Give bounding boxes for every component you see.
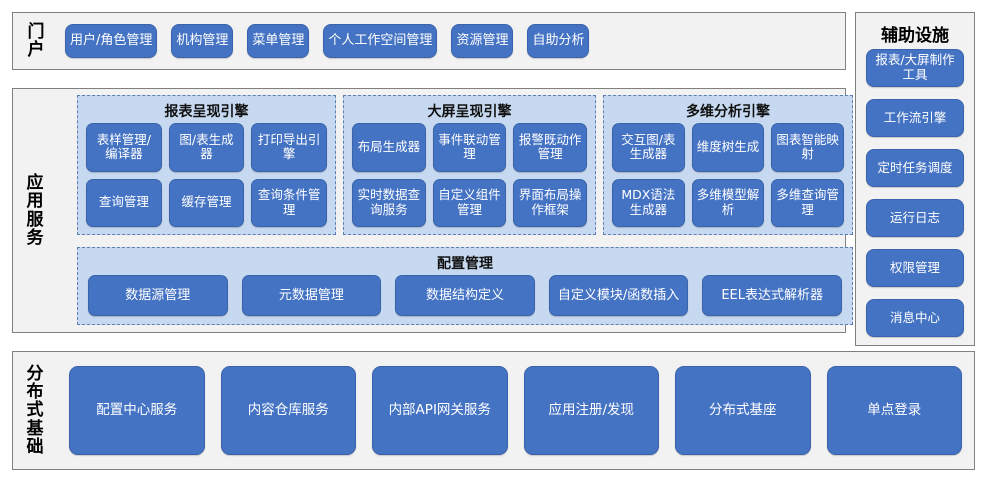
portal-item-user-role[interactable]: 用户/角色管理 (65, 24, 158, 58)
portal-label-text: 门户 (27, 21, 45, 60)
aux-section-title: 辅助设施 (881, 26, 949, 46)
config-item-metadata[interactable]: 元数据管理 (241, 275, 382, 316)
panel-report-engine: 报表呈现引擎 表样管理/编译器 图/表生成器 打印导出引擎 查询管理 缓存管理 … (77, 95, 336, 235)
bigscreen-item-layout-framework[interactable]: 界面布局操作框架 (513, 178, 587, 227)
aux-item-report-bigscreen-tool[interactable]: 报表/大屏制作工具 (866, 49, 964, 87)
base-item-internal-api-gateway[interactable]: 内部API网关服务 (372, 366, 508, 455)
panel-olap-engine: 多维分析引擎 交互图/表生成器 维度树生成 图表智能映射 MDX语法生成器 多维… (603, 95, 853, 235)
panel-configuration-management-title: 配置管理 (437, 256, 493, 272)
panel-report-engine-title: 报表呈现引擎 (164, 104, 249, 120)
base-item-content-repository[interactable]: 内容仓库服务 (220, 366, 356, 455)
distributed-base-label-text: 分布式基础 (26, 363, 44, 458)
bigscreen-item-alarm-action[interactable]: 报警既动作管理 (513, 123, 587, 172)
bigscreen-item-custom-component[interactable]: 自定义组件管理 (432, 178, 507, 227)
panel-bigscreen-engine-title: 大屏呈现引擎 (427, 104, 512, 120)
aux-item-runtime-log[interactable]: 运行日志 (866, 199, 964, 237)
bigscreen-item-realtime-query-service[interactable]: 实时数据查询服务 (352, 178, 426, 227)
base-item-config-center[interactable]: 配置中心服务 (69, 366, 205, 455)
panel-report-engine-grid: 表样管理/编译器 图/表生成器 打印导出引擎 查询管理 缓存管理 查询条件管理 (86, 123, 327, 227)
aux-item-workflow-engine[interactable]: 工作流引擎 (866, 99, 964, 137)
config-item-data-structure[interactable]: 数据结构定义 (395, 275, 535, 316)
config-item-custom-module-function[interactable]: 自定义模块/函数插入 (548, 275, 689, 316)
aux-item-permission[interactable]: 权限管理 (866, 249, 964, 287)
distributed-base-row: 配置中心服务 内容仓库服务 内部API网关服务 应用注册/发现 分布式基座 单点… (69, 366, 962, 455)
olap-item-dimension-tree[interactable]: 维度树生成 (691, 123, 765, 172)
portal-item-row: 用户/角色管理 机构管理 菜单管理 个人工作空间管理 资源管理 自助分析 (65, 13, 837, 69)
bigscreen-item-event-linkage[interactable]: 事件联动管理 (432, 123, 507, 172)
base-item-single-sign-on[interactable]: 单点登录 (826, 366, 962, 455)
report-item-query-management[interactable]: 查询管理 (86, 178, 162, 227)
portal-section-label: 门户 (13, 13, 59, 69)
report-item-template-compiler[interactable]: 表样管理/编译器 (86, 123, 162, 172)
portal-item-menu[interactable]: 菜单管理 (247, 24, 310, 58)
config-item-datasource[interactable]: 数据源管理 (88, 275, 228, 316)
panel-bigscreen-engine: 大屏呈现引擎 布局生成器 事件联动管理 报警既动作管理 实时数据查询服务 自定义… (343, 95, 596, 235)
portal-section: 门户 用户/角色管理 机构管理 菜单管理 个人工作空间管理 资源管理 自助分析 (12, 12, 846, 70)
base-item-app-registry-discovery[interactable]: 应用注册/发现 (523, 366, 659, 455)
distributed-base-section: 分布式基础 配置中心服务 内容仓库服务 内部API网关服务 应用注册/发现 分布… (12, 351, 975, 470)
aux-item-list: 报表/大屏制作工具 工作流引擎 定时任务调度 运行日志 权限管理 消息中心 (866, 49, 964, 337)
portal-item-org[interactable]: 机构管理 (171, 24, 234, 58)
application-services-body: 报表呈现引擎 表样管理/编译器 图/表生成器 打印导出引擎 查询管理 缓存管理 … (77, 95, 853, 326)
bigscreen-item-layout-generator[interactable]: 布局生成器 (352, 123, 426, 172)
olap-item-chart-smart-mapping[interactable]: 图表智能映射 (771, 123, 844, 172)
portal-item-selfservice[interactable]: 自助分析 (527, 24, 590, 58)
panel-configuration-management-row: 数据源管理 元数据管理 数据结构定义 自定义模块/函数插入 EEL表达式解析器 (88, 275, 842, 316)
report-item-cache-management[interactable]: 缓存管理 (168, 178, 245, 227)
application-services-label-text: 应用服务 (26, 172, 44, 248)
olap-item-query-management[interactable]: 多维查询管理 (771, 178, 844, 227)
olap-item-model-parsing[interactable]: 多维模型解析 (691, 178, 765, 227)
application-services-section: 应用服务 报表呈现引擎 表样管理/编译器 图/表生成器 打印导出引擎 查询管理 … (12, 88, 853, 333)
report-item-print-export-engine[interactable]: 打印导出引擎 (251, 123, 327, 172)
olap-item-interactive-chart-generator[interactable]: 交互图/表生成器 (612, 123, 685, 172)
aux-item-message-center[interactable]: 消息中心 (866, 299, 964, 337)
base-item-distributed-foundation[interactable]: 分布式基座 (675, 366, 811, 455)
panel-olap-engine-grid: 交互图/表生成器 维度树生成 图表智能映射 MDX语法生成器 多维模型解析 多维… (612, 123, 844, 227)
application-services-label: 应用服务 (13, 89, 57, 332)
portal-item-workspace[interactable]: 个人工作空间管理 (323, 24, 438, 58)
aux-item-task-scheduler[interactable]: 定时任务调度 (866, 149, 964, 187)
config-item-eel-expression-parser[interactable]: EEL表达式解析器 (702, 275, 842, 316)
portal-item-resource[interactable]: 资源管理 (451, 24, 514, 58)
report-item-chart-generator[interactable]: 图/表生成器 (168, 123, 245, 172)
panel-olap-engine-title: 多维分析引擎 (686, 104, 770, 120)
olap-item-mdx-generator[interactable]: MDX语法生成器 (612, 178, 685, 227)
aux-facilities-section: 辅助设施 报表/大屏制作工具 工作流引擎 定时任务调度 运行日志 权限管理 消息… (855, 12, 975, 346)
distributed-base-label: 分布式基础 (13, 352, 57, 469)
panel-configuration-management: 配置管理 数据源管理 元数据管理 数据结构定义 自定义模块/函数插入 EEL表达… (77, 247, 853, 325)
panel-bigscreen-engine-grid: 布局生成器 事件联动管理 报警既动作管理 实时数据查询服务 自定义组件管理 界面… (352, 123, 587, 227)
report-item-query-condition-management[interactable]: 查询条件管理 (251, 178, 327, 227)
